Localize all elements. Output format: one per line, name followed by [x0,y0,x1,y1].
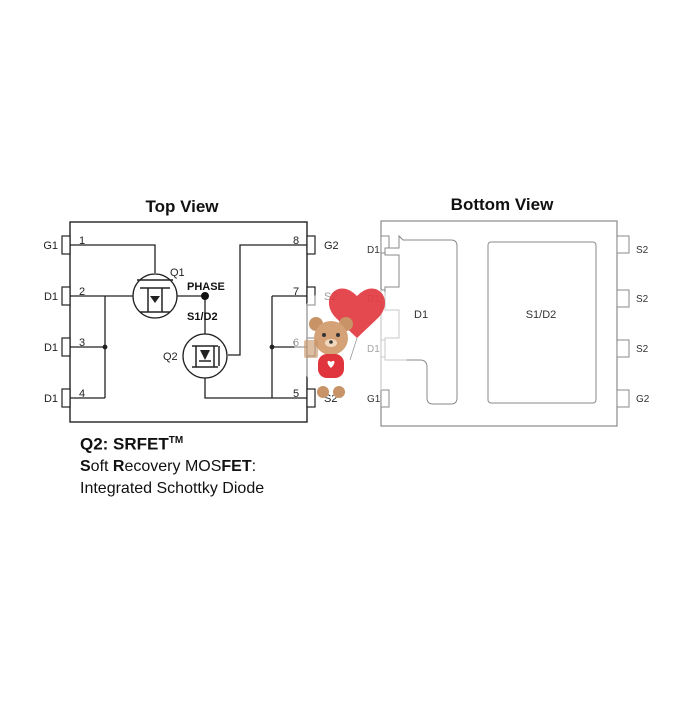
pin-tab-5 [306,388,316,408]
bear-heart-watermark-icon [294,282,410,398]
bottom-right-label-2: S2 [636,294,649,305]
caption-line-2: Soft Recovery MOSFET: [80,456,264,478]
caption-colon: : [251,457,257,475]
pin-number-2: 2 [79,286,85,298]
bottom-right-pads [616,235,630,408]
d1-pad-label: D1 [414,309,428,321]
bottom-right-label-3: S2 [636,344,649,355]
pin-tab-4 [61,388,71,408]
pin-number-7: 7 [293,286,299,298]
pin-tab-1 [61,235,71,255]
s1d2-pad-label: S1/D2 [526,309,557,321]
top-left-pin-tabs [61,235,71,408]
pin-name-left-2: D1 [44,291,58,303]
pin-number-3: 3 [79,337,85,349]
caption-fet: FET [221,457,252,475]
bottom-view: Bottom View D1 D1 D1 G1 S2 [367,195,650,427]
q2-label: Q2 [163,351,178,363]
top-view: Top View G1 D1 D1 D1 G2 S2 S2 [43,197,339,423]
q2-mosfet-symbol [182,333,228,379]
q1-label: Q1 [170,267,185,279]
s1d2-label: S1/D2 [187,311,218,323]
caption-oft: oft [90,457,113,475]
bottom-view-title: Bottom View [451,195,554,214]
bottom-left-label-1: D1 [367,245,380,256]
junction-dot-s2 [269,344,275,350]
junction-dot-d1 [102,344,108,350]
caption-block: Q2: SRFETTM Soft Recovery MOSFET: Integr… [80,430,264,500]
pin-name-left-4: D1 [44,393,58,405]
bottom-left-label-4: G1 [367,394,381,405]
pin-tab-3 [61,337,71,357]
caption-q2-srfet: Q2: SRFET [80,434,169,454]
top-view-title: Top View [145,197,219,216]
s1d2-pad [487,241,597,404]
bottom-right-label-4: G2 [636,394,650,405]
q1-mosfet-symbol [132,273,178,319]
caption-line-3: Integrated Schottky Diode [80,479,265,497]
pin-name-right-8: G2 [324,240,339,252]
caption-s: S [80,457,91,475]
pin-name-left-3: D1 [44,342,58,354]
pin-tab-8 [306,235,316,255]
caption-line-1: Q2: SRFETTM [80,430,264,456]
pin-tab-2 [61,286,71,306]
bottom-right-label-1: S2 [636,245,649,256]
pin-number-1: 1 [79,235,85,247]
pin-number-4: 4 [79,388,85,400]
caption-r: R [112,457,125,475]
pin-name-left-1: G1 [43,240,58,252]
pin-number-5: 5 [293,388,299,400]
junction-dot-phase [201,292,209,300]
pin-number-8: 8 [293,235,299,247]
caption-trademark: TM [168,435,184,446]
phase-label: PHASE [187,281,225,293]
caption-ecovery: ecovery MOS [124,457,222,475]
